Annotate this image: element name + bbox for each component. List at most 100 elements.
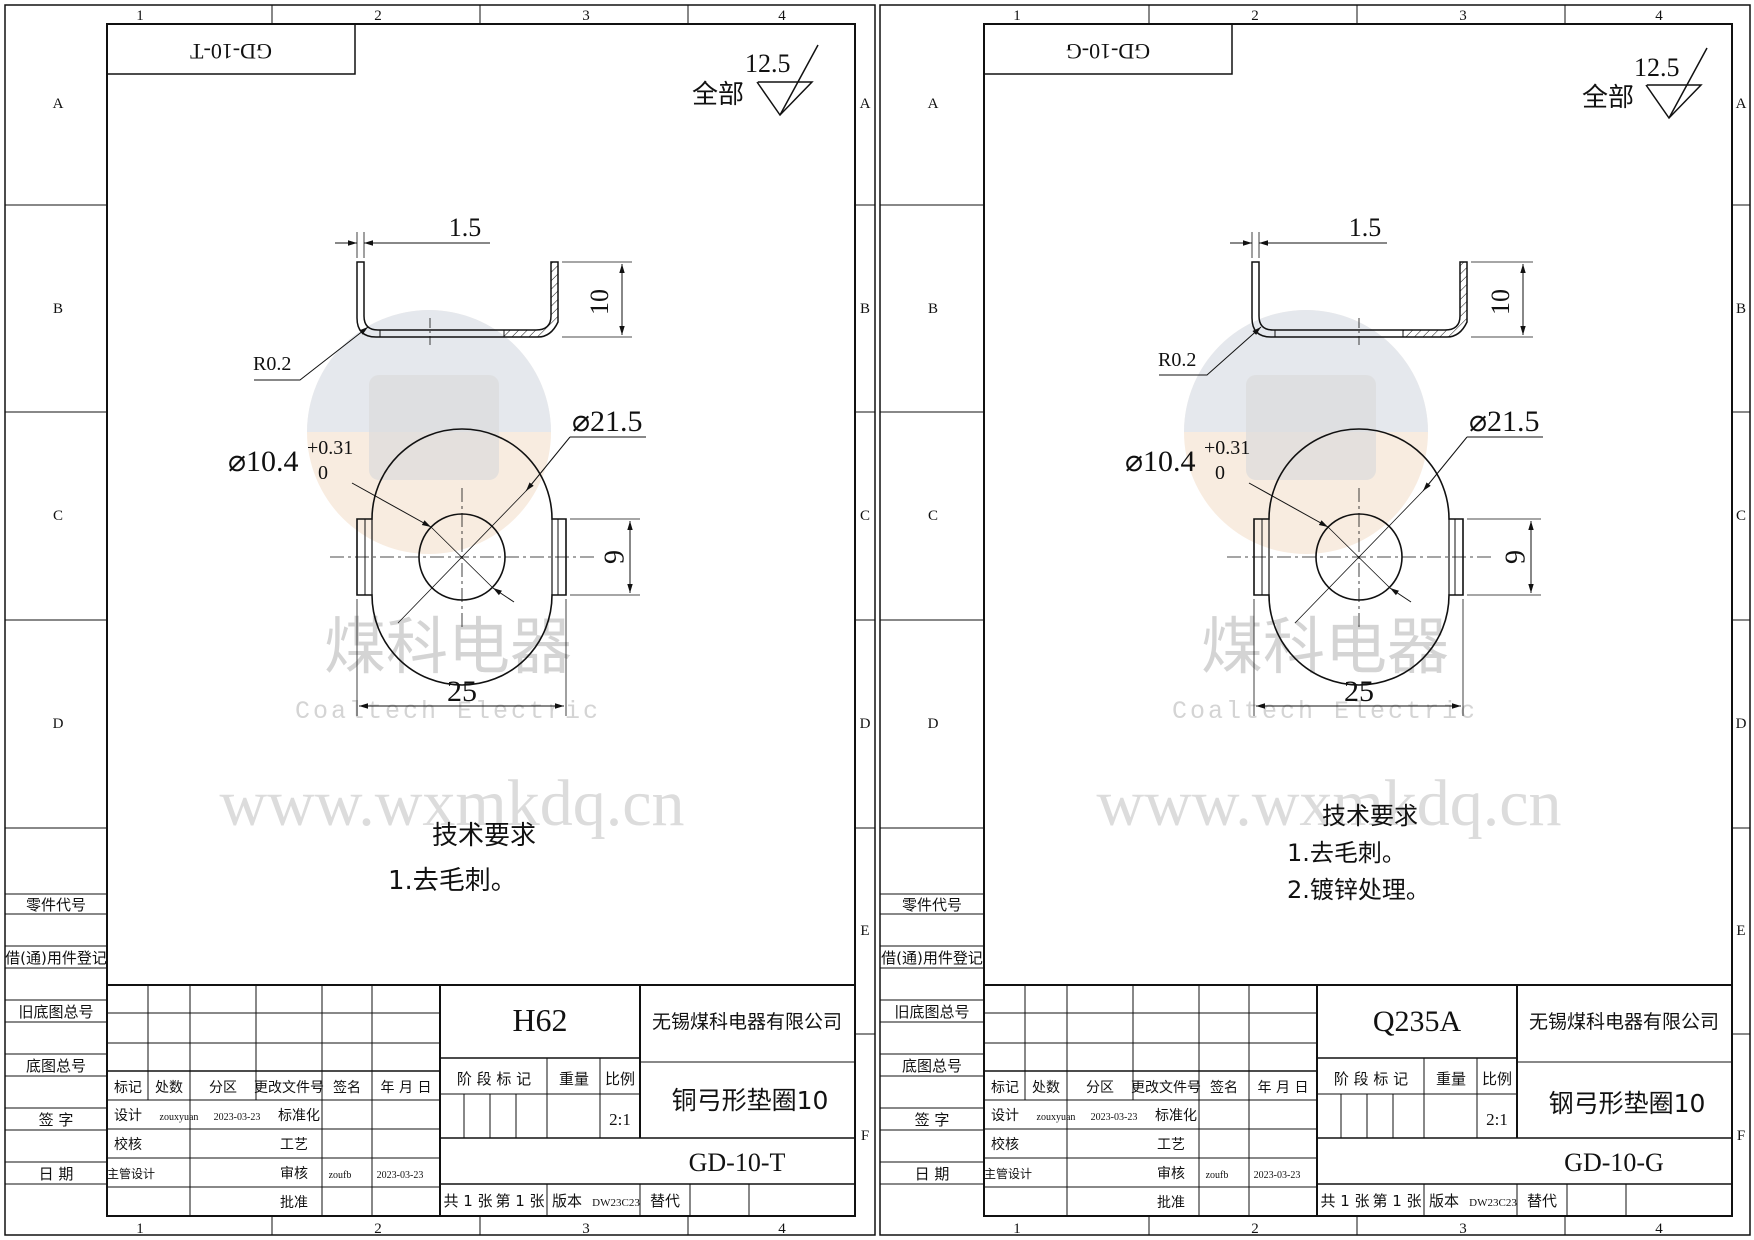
dim-radius: R0.2 [1158, 349, 1196, 371]
dim-outer-dia: ⌀21.5 [1469, 405, 1540, 438]
svg-text:批准: 批准 [1157, 1195, 1185, 1211]
dim-tol-upper: +0.31 [307, 437, 353, 459]
dim-radius: R0.2 [253, 353, 291, 375]
drawing-sheet-left: 煤科电器 Coaltech Electric www.wxmkdq.cn 1 2… [4, 4, 876, 1237]
side-table-labels: 零件代号 借(通)用件登记 旧底图总号 底图总号 签 字 日 期 [5, 896, 107, 1183]
side-label-part-code: 零件代号 [26, 896, 86, 914]
svg-text:A: A [928, 96, 939, 112]
side-label-sign: 签 字 [39, 1111, 74, 1129]
svg-text:更改文件号: 更改文件号 [1131, 1080, 1201, 1096]
svg-text:标准化: 标准化 [1155, 1108, 1197, 1124]
dim-thickness: 1.5 [1349, 213, 1382, 242]
svg-text:3: 3 [582, 1221, 590, 1237]
dim-width: 25 [447, 675, 477, 708]
watermark: 煤科电器 Coaltech Electric www.wxmkdq.cn [1097, 310, 1562, 840]
svg-text:重量: 重量 [1436, 1070, 1466, 1088]
svg-text:比例: 比例 [1482, 1070, 1512, 1088]
drawing-no: GD-10-T [689, 1148, 786, 1177]
watermark: 煤科电器 Coaltech Electric www.wxmkdq.cn [220, 310, 685, 840]
svg-text:版本: 版本 [1429, 1192, 1459, 1210]
dim-height: 10 [1486, 289, 1515, 315]
zone-ticks [880, 5, 1750, 1235]
svg-text:设计: 设计 [991, 1108, 1019, 1124]
front-view [1227, 428, 1543, 716]
side-view [254, 232, 632, 381]
side-label-old-base: 旧底图总号 [18, 1003, 93, 1021]
side-view [1159, 232, 1533, 376]
roughness-value: 12.5 [745, 49, 791, 78]
svg-text:E: E [860, 923, 869, 939]
svg-text:A: A [1736, 96, 1747, 112]
title-block-text: Q235A 无锡煤科电器有限公司 钢弓形垫圈10 GD-10-G 阶 段 标 记… [984, 1005, 1719, 1211]
title-block [984, 984, 1732, 1216]
company: 无锡煤科电器有限公司 [1529, 1011, 1719, 1033]
svg-text:zoufb: zoufb [1206, 1170, 1229, 1181]
svg-text:B: B [1736, 301, 1746, 317]
approve-label: 批准 [280, 1195, 308, 1211]
svg-text:标记: 标记 [991, 1080, 1019, 1096]
svg-text:C: C [860, 508, 870, 524]
svg-text:2: 2 [374, 1221, 382, 1237]
svg-text:2: 2 [1251, 8, 1259, 24]
code-box [106, 23, 356, 75]
svg-text:D: D [928, 716, 939, 732]
svg-text:3: 3 [1459, 1221, 1467, 1237]
drawing-sheet-right: 煤科电器 Coaltech Electric www.wxmkdq.cn 1 2… [879, 4, 1751, 1237]
watermark-name: 煤科电器 [1201, 610, 1449, 683]
process-label: 工艺 [280, 1137, 308, 1153]
review-date: 2023-03-23 [377, 1170, 424, 1181]
svg-text:2023-03-23: 2023-03-23 [1254, 1170, 1301, 1181]
dim-height: 10 [585, 289, 614, 315]
svg-text:底图总号: 底图总号 [902, 1057, 962, 1075]
zone-row-b: B [53, 301, 63, 317]
svg-text:DW23C23: DW23C23 [1469, 1197, 1517, 1209]
svg-text:D: D [1736, 716, 1747, 732]
roughness-symbol: 全部 12.5 [1582, 47, 1708, 120]
dim-tol-lower: 0 [1215, 462, 1225, 484]
code-box-text: GD-10-G [1066, 39, 1150, 64]
svg-text:1: 1 [1013, 8, 1021, 24]
roughness-prefix: 全部 [692, 80, 744, 110]
title-block [107, 984, 855, 1216]
tech-item-2: 2.镀锌处理。 [1287, 876, 1430, 904]
rev-header-count: 处数 [155, 1080, 183, 1096]
watermark-url: www.wxmkdq.cn [220, 767, 685, 840]
watermark-name-en: Coaltech Electric [1172, 697, 1478, 726]
zone-col-3: 3 [582, 8, 590, 24]
svg-text:2:1: 2:1 [1486, 1110, 1508, 1129]
svg-text:2: 2 [1251, 1221, 1259, 1237]
zone-col-2: 2 [374, 8, 382, 24]
svg-text:工艺: 工艺 [1157, 1137, 1185, 1153]
svg-text:签名: 签名 [1210, 1079, 1238, 1096]
svg-text:借(通)用件登记: 借(通)用件登记 [881, 949, 983, 967]
version: DW23C23 [592, 1197, 640, 1209]
svg-text:1: 1 [1013, 1221, 1021, 1237]
roughness-symbol: 全部 12.5 [692, 44, 819, 117]
scale-label: 比例 [605, 1070, 635, 1088]
svg-text:1: 1 [136, 1221, 144, 1237]
dim-tab: 9 [1500, 550, 1531, 564]
standard-label: 标准化 [278, 1108, 320, 1124]
design-date: 2023-03-23 [214, 1112, 261, 1123]
code-box [983, 23, 1233, 75]
code-box-text: GD-10-T [190, 39, 272, 64]
svg-text:E: E [1736, 923, 1745, 939]
zone-labels: 1 2 3 4 1 2 3 4 A B C D A B C D E F [928, 8, 1747, 1237]
dim-inner-dia: ⌀10.4 [1125, 445, 1196, 478]
rev-header-zone: 分区 [209, 1080, 237, 1096]
side-label-base: 底图总号 [26, 1057, 86, 1075]
tech-title: 技术要求 [432, 821, 536, 851]
replace-label: 替代 [650, 1192, 680, 1210]
version-label: 版本 [552, 1192, 582, 1210]
zone-col-1: 1 [136, 8, 144, 24]
svg-text:D: D [860, 716, 871, 732]
svg-text:签 字: 签 字 [915, 1111, 950, 1129]
svg-text:F: F [1737, 1128, 1745, 1144]
svg-text:日 期: 日 期 [915, 1165, 950, 1183]
svg-text:B: B [928, 301, 938, 317]
tech-title: 技术要求 [1322, 802, 1418, 830]
svg-text:C: C [928, 508, 938, 524]
dim-tol-upper: +0.31 [1204, 437, 1250, 459]
reviewer: zoufb [329, 1170, 352, 1181]
side-table-labels: 零件代号 借(通)用件登记 旧底图总号 底图总号 签 字 日 期 [881, 896, 983, 1183]
